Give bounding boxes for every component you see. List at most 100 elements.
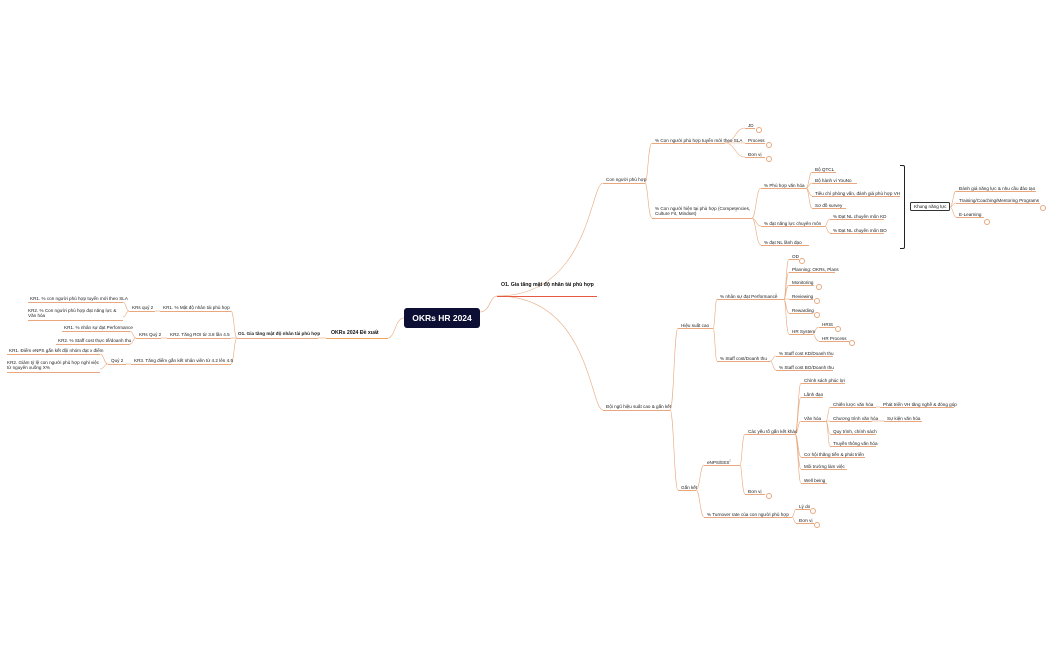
underline [761, 245, 809, 246]
node-don-vi-a[interactable]: Đơn vị [748, 152, 762, 157]
node-danh-gia[interactable]: Đánh giá năng lực & nhu cầu đào tạo [959, 186, 1036, 191]
node-staff-cost-bo[interactable]: % Staff cost BO/Doanh thu [779, 365, 834, 370]
collapse-icon[interactable] [814, 298, 820, 304]
node-enps[interactable]: eNPS/EES [707, 460, 730, 465]
note-icon[interactable]: ≡ [775, 292, 778, 297]
node-nhan-su-dat[interactable]: % nhân sự đạt Performance [720, 294, 778, 299]
node-hien-tai[interactable]: % Con người hiện tại phù hợp (Competenci… [655, 206, 751, 217]
branch-underline [326, 338, 388, 339]
node-kr1-1[interactable]: KR1. % con người phù hợp tuyển mới theo … [30, 296, 128, 301]
node-kr2[interactable]: KR2. Tăng ROI từ 3.8 lần 4.5 [170, 332, 230, 337]
collapse-icon[interactable] [814, 522, 820, 528]
node-doi-ngu[interactable]: Đội ngũ hiệu suất cao & gắn kết [606, 404, 672, 409]
node-tuyen-moi[interactable]: % Con người phù hợp tuyển mới theo SLA [655, 138, 743, 143]
collapse-icon[interactable] [810, 508, 816, 514]
node-kr3[interactable]: KR3. Tăng điểm gắn kết nhân viên từ 4.2 … [134, 358, 234, 363]
collapse-icon[interactable] [1040, 205, 1046, 211]
node-kr2-1[interactable]: KR1. % nhân sự đạt Performance [64, 325, 133, 330]
node-staff-cost[interactable]: % Staff cost/Doanh thu [720, 356, 767, 361]
node-chuong-trinh-vh[interactable]: Chương trình văn hóa [833, 416, 879, 421]
right-objective-node[interactable]: O1. Gia tăng mật độ nhân tài phù hợp [501, 282, 594, 288]
node-monitoring[interactable]: Monitoring [792, 280, 814, 285]
collapse-icon[interactable] [756, 127, 762, 133]
node-truyen-thong[interactable]: Truyền thông văn hóa [833, 441, 878, 446]
node-phu-hop-van-hoa[interactable]: % Phù hợp văn hóa [764, 183, 805, 188]
node-kr2-2[interactable]: KR2. % Staff cost thực tế/doanh thu [58, 338, 132, 343]
node-krs-quy2-a[interactable]: KRs quý 2 [132, 305, 154, 310]
node-lanh-dao[interactable]: Lãnh đạo [804, 392, 824, 397]
node-training[interactable]: Training/Coaching/Mentoring Programs [959, 198, 1040, 203]
note-icon[interactable]: ≡ [735, 208, 738, 213]
collapse-icon[interactable] [816, 284, 822, 290]
note-icon[interactable]: ≡ [729, 458, 732, 463]
node-khung-nang-luc[interactable]: Khung năng lực [910, 202, 951, 212]
node-so-do-survey[interactable]: Sơ đồ survey [815, 203, 843, 208]
node-chinh-sach-phuc-loi[interactable]: Chính sách phúc lợi [804, 378, 845, 383]
node-quy-trinh[interactable]: Quy trình, chính sách [833, 429, 877, 434]
collapse-icon[interactable] [814, 312, 820, 318]
node-chien-luoc-vh[interactable]: Chiến lược văn hóa [833, 402, 874, 407]
node-process[interactable]: Process [748, 138, 765, 143]
node-well-being[interactable]: Well being [804, 478, 826, 483]
node-don-vi-b[interactable]: Đơn vị [748, 489, 762, 494]
node-cac-yeu-to[interactable]: Các yếu tố gắn kết khác [748, 429, 798, 434]
node-dat-nl-bo[interactable]: % Đạt NL chuyên môn BO [833, 228, 887, 233]
node-hieu-suat-cao[interactable]: Hiệu suất cao [681, 323, 710, 328]
underline [884, 421, 922, 422]
node-turnover[interactable]: % Turnover rate của con người phù hợp [707, 512, 789, 517]
node-tieu-chi[interactable]: Tiêu chí phỏng vấn, đánh giá phù hợp VH [815, 191, 901, 196]
underline [789, 285, 814, 286]
node-hr-system[interactable]: HR System [792, 329, 816, 334]
underline [167, 338, 231, 339]
underline [28, 320, 123, 321]
collapse-icon[interactable] [849, 340, 855, 346]
node-kr3-2[interactable]: KR2. Giảm tỷ lệ con người phù hợp nghỉ v… [7, 360, 100, 371]
node-elearning[interactable]: E-Learning [959, 212, 982, 217]
root-node[interactable]: OKRs HR 2024 [404, 308, 480, 328]
left-branch-node[interactable]: OKRs 2024 Đề xuất [331, 330, 379, 336]
underline [796, 509, 810, 510]
node-don-vi-c[interactable]: Đơn vị [799, 518, 813, 523]
underline [789, 299, 813, 300]
collapse-icon[interactable] [766, 156, 772, 162]
node-dat-nl-lanh-dao[interactable]: % đạt NL lãnh đạo [764, 240, 802, 245]
node-bo-qtcl[interactable]: Bộ QTCL [815, 167, 835, 172]
collapse-icon[interactable] [766, 493, 772, 499]
node-kr3-1[interactable]: KR1. Điểm eNPS gắn kết đội nhóm đạt x đi… [9, 348, 104, 353]
node-reviewing[interactable]: Reviewing [792, 294, 814, 299]
collapse-icon[interactable] [799, 258, 805, 264]
node-krs-quy2-b[interactable]: KRs Quý 2 [139, 332, 162, 337]
underline [830, 446, 876, 447]
underline [7, 354, 100, 355]
node-phat-trien-vh[interactable]: Phát triển VH tăng nghề & đóng góp [883, 402, 957, 407]
node-dat-nl-kd[interactable]: % Đạt NL chuyên môn KD [833, 214, 887, 219]
node-van-hoa[interactable]: Văn hóa [804, 416, 822, 421]
underline [819, 327, 835, 328]
node-jd[interactable]: JD [748, 123, 754, 128]
node-od[interactable]: OD [792, 254, 799, 259]
node-con-nguoi[interactable]: Con người phù hợp [606, 177, 647, 182]
node-ly-do[interactable]: Lý do [799, 504, 811, 509]
collapse-icon[interactable] [984, 219, 990, 225]
node-kr1-2[interactable]: KR2. % Con người phù hợp đạt năng lực & … [28, 308, 117, 319]
node-rewarding[interactable]: Rewarding [792, 308, 814, 313]
node-gan-ket[interactable]: Gắn kết [681, 485, 698, 490]
node-kr1[interactable]: KR1. % Mật độ nhân tài phù hợp [163, 305, 230, 310]
node-moi-truong[interactable]: Môi trường làm việc [804, 464, 845, 469]
node-planning[interactable]: Planning: OKRs, Plans [792, 267, 839, 272]
node-quy2[interactable]: Quý 2 [111, 358, 124, 363]
node-co-hoi[interactable]: Cơ hội thăng tiến & phát triển [804, 452, 864, 457]
node-dat-nang-luc[interactable]: % đạt năng lực chuyên môn [764, 221, 822, 226]
collapse-icon[interactable] [835, 326, 841, 332]
node-hris[interactable]: HRIS [822, 322, 833, 327]
node-staff-cost-kd[interactable]: % Staff cost KD/Doanh thu [779, 351, 834, 356]
underline [745, 143, 765, 144]
left-objective-node[interactable]: O1. Gia tăng mật độ nhân tài phù hợp [238, 331, 321, 336]
underline [745, 157, 765, 158]
node-su-kien-vh[interactable]: Sự kiện văn hóa [887, 416, 921, 421]
collapse-icon[interactable] [766, 142, 772, 148]
node-hr-process[interactable]: HR Process [822, 336, 847, 341]
objective-underline [497, 296, 597, 297]
node-bo-hanh-vi[interactable]: Bộ hành vi YouNo [815, 178, 852, 183]
underline [819, 341, 849, 342]
